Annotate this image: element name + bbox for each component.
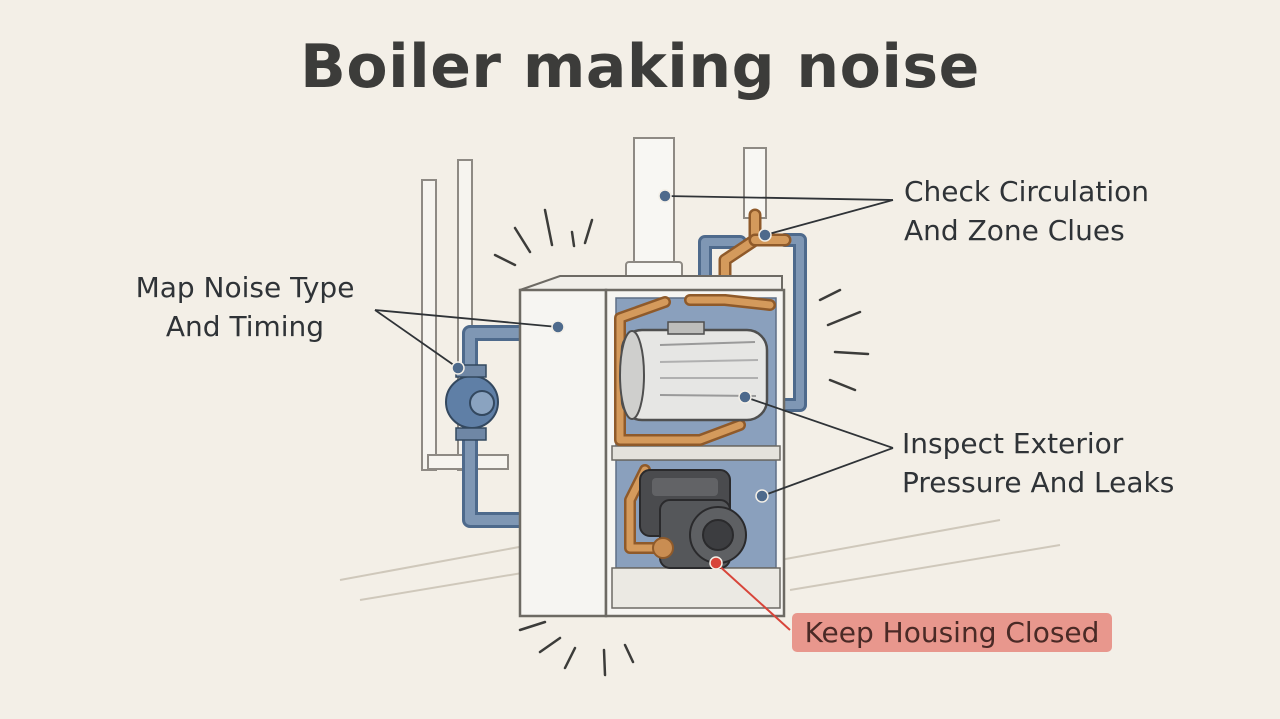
- callout-map-noise: Map Noise Type And Timing: [100, 268, 390, 346]
- floor-lines: [339, 519, 1061, 601]
- callout-inspect-line1: Inspect Exterior: [902, 427, 1124, 460]
- callout-circulation-line2: And Zone Clues: [904, 214, 1125, 247]
- noise-marks: [493, 208, 870, 677]
- page-title: Boiler making noise: [300, 32, 980, 102]
- warning-badge: Keep Housing Closed: [792, 613, 1112, 652]
- callout-inspect-line2: Pressure And Leaks: [902, 466, 1175, 499]
- leader-lines: [374, 195, 894, 497]
- left-circulator-pump: [445, 364, 499, 441]
- callout-circulation-line1: Check Circulation: [904, 175, 1149, 208]
- callout-map-noise-line2: And Timing: [165, 310, 325, 343]
- lower-circulator-pump: [639, 469, 747, 569]
- callout-map-noise-line1: Map Noise Type: [135, 271, 355, 304]
- warning-leader: [709, 556, 791, 631]
- heat-exchanger-tank: [619, 321, 769, 422]
- callout-inspect: Inspect Exterior Pressure And Leaks: [902, 424, 1174, 502]
- leader-dots: [451, 189, 772, 503]
- flue-pipe: [625, 137, 683, 281]
- callout-circulation: Check Circulation And Zone Clues: [904, 172, 1149, 250]
- right-blue-pipe: [698, 233, 807, 412]
- inner-copper-pipe: [614, 294, 776, 554]
- supply-pipe: [743, 147, 767, 219]
